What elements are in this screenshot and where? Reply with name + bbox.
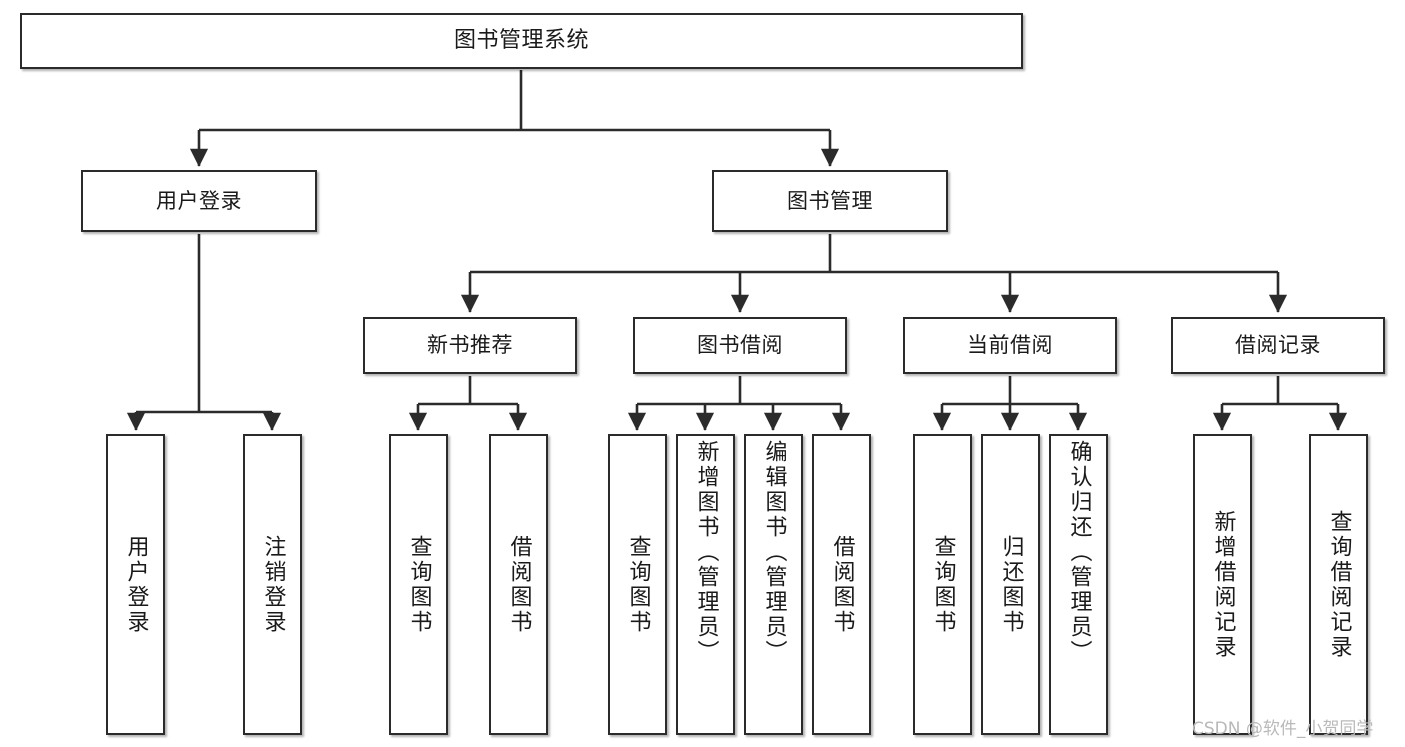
leaf-borrow-record-query[interactable]: 查询借阅记录 (1309, 434, 1368, 735)
leaf-borrow-record-add[interactable]: 新增借阅记录 (1193, 434, 1252, 735)
node-book-management[interactable]: 图书管理 (712, 170, 948, 232)
node-label: 查询图书 (406, 534, 432, 635)
node-label: 归还图书 (998, 534, 1024, 635)
node-user-login[interactable]: 用户登录 (81, 170, 317, 232)
csdn-watermark: CSDN @软件_小贺同学 (1192, 719, 1374, 739)
node-label: 图书借阅 (697, 333, 783, 358)
node-label: 新书推荐 (427, 333, 513, 358)
node-label: 图书管理系统 (453, 28, 589, 54)
node-label: 当前借阅 (967, 333, 1053, 358)
node-label: 确认归还（管理员） (1066, 440, 1092, 665)
node-label: 借阅图书 (506, 534, 532, 635)
leaf-current-borrow-query[interactable]: 查询图书 (913, 434, 972, 735)
node-label: 编辑图书（管理员） (761, 440, 787, 665)
node-label: 新增图书（管理员） (693, 440, 719, 665)
node-label: 查询借阅记录 (1326, 509, 1352, 660)
node-label: 查询图书 (930, 534, 956, 635)
leaf-book-borrow-query[interactable]: 查询图书 (608, 434, 667, 735)
node-label: 借阅图书 (829, 534, 855, 635)
node-label: 借阅记录 (1235, 333, 1321, 358)
leaf-book-borrow-borrow[interactable]: 借阅图书 (812, 434, 871, 735)
node-root-book-management-system[interactable]: 图书管理系统 (20, 13, 1023, 69)
node-label: 查询图书 (625, 534, 651, 635)
node-label: 注销登录 (260, 534, 286, 635)
leaf-book-borrow-add[interactable]: 新增图书（管理员） (676, 434, 735, 735)
node-label: 新增借阅记录 (1210, 509, 1236, 660)
node-label: 用户登录 (156, 188, 242, 213)
leaf-current-borrow-confirm-return[interactable]: 确认归还（管理员） (1049, 434, 1108, 735)
leaf-user-login-login[interactable]: 用户登录 (106, 434, 165, 735)
node-borrow-record[interactable]: 借阅记录 (1171, 317, 1385, 374)
leaf-new-book-borrow[interactable]: 借阅图书 (489, 434, 548, 735)
leaf-current-borrow-return[interactable]: 归还图书 (981, 434, 1040, 735)
node-book-borrow[interactable]: 图书借阅 (633, 317, 847, 374)
node-current-borrow[interactable]: 当前借阅 (903, 317, 1117, 374)
node-label: 图书管理 (787, 188, 873, 213)
leaf-user-login-logout[interactable]: 注销登录 (243, 434, 302, 735)
leaf-new-book-query[interactable]: 查询图书 (389, 434, 448, 735)
leaf-book-borrow-edit[interactable]: 编辑图书（管理员） (744, 434, 803, 735)
node-new-book-recommend[interactable]: 新书推荐 (363, 317, 577, 374)
node-label: 用户登录 (123, 534, 149, 635)
